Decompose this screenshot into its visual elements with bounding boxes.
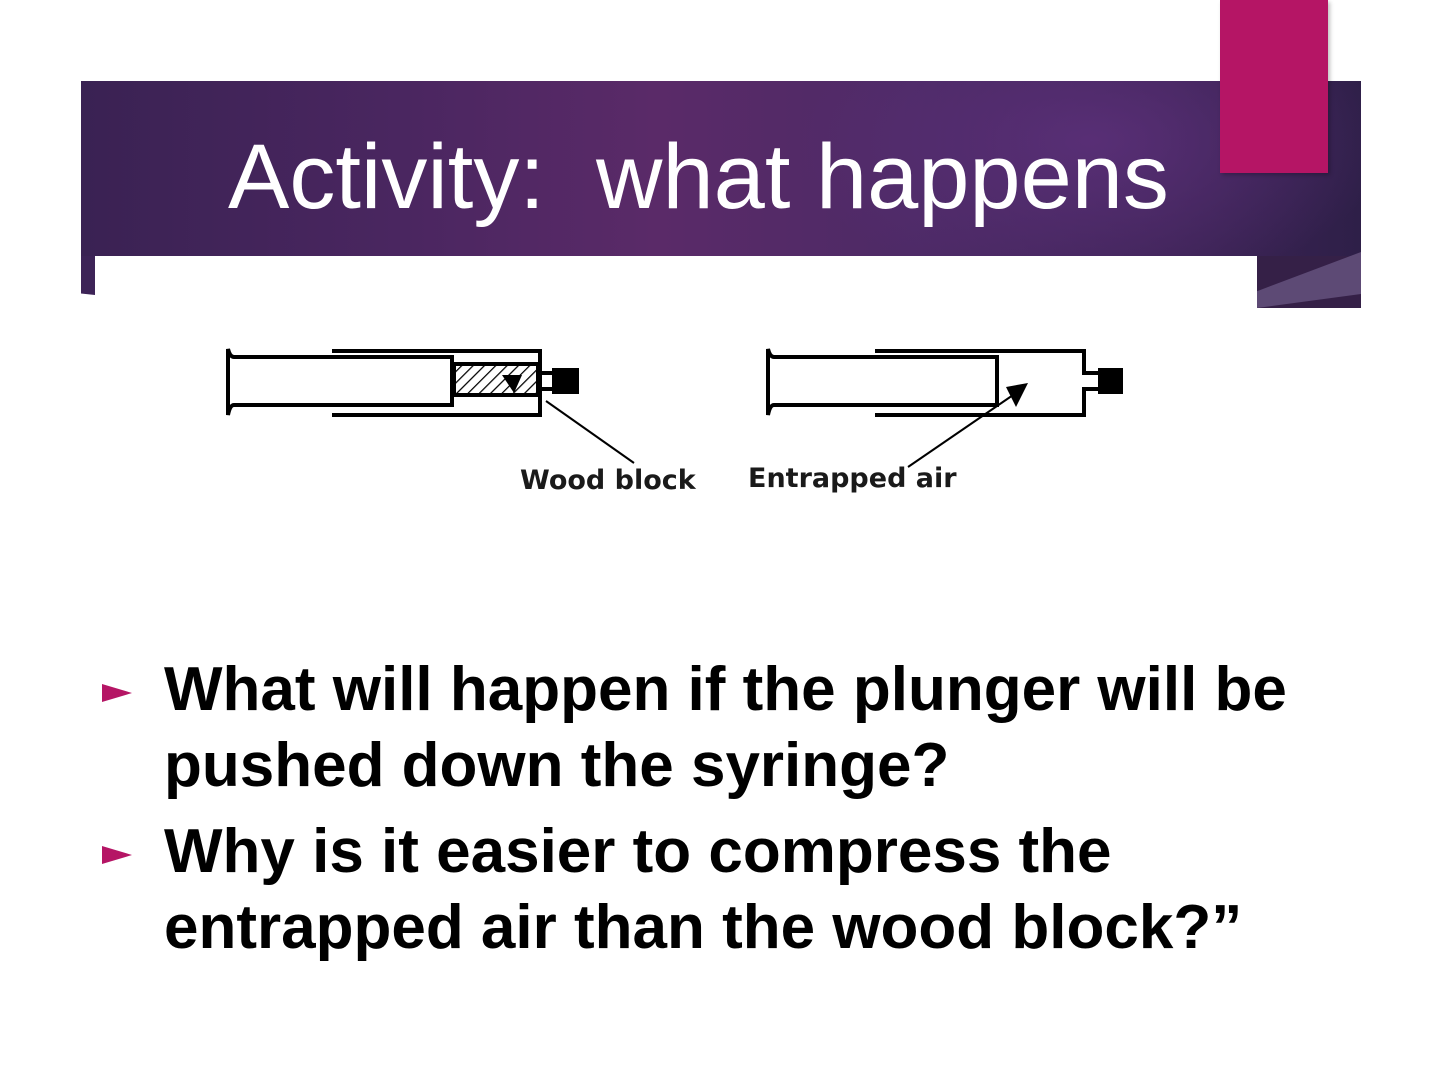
wood-block-label: Wood block: [520, 465, 696, 496]
syringe-wood-block: [226, 348, 635, 464]
title-band-left-tail: [81, 256, 95, 295]
question-text: Why is it easier to compress the entrapp…: [164, 817, 1243, 962]
slide-title: Activity: what happens: [228, 126, 1169, 228]
title-band: [81, 81, 1361, 256]
syringe-entrapped-air: [766, 348, 1123, 468]
entrapped-air-label: Entrapped air: [748, 463, 957, 494]
triangle-bullet-icon: [102, 846, 132, 864]
syringe-diagram: Wood block Entrapped air: [220, 335, 1140, 515]
question-item: What will happen if the plunger will be …: [96, 652, 1356, 804]
triangle-bullet-icon: [102, 684, 132, 702]
question-text: What will happen if the plunger will be …: [164, 655, 1287, 800]
accent-tab: [1220, 0, 1328, 173]
question-item: Why is it easier to compress the entrapp…: [96, 814, 1356, 966]
question-list: What will happen if the plunger will be …: [96, 652, 1356, 976]
syringe-illustration: [226, 348, 1123, 468]
